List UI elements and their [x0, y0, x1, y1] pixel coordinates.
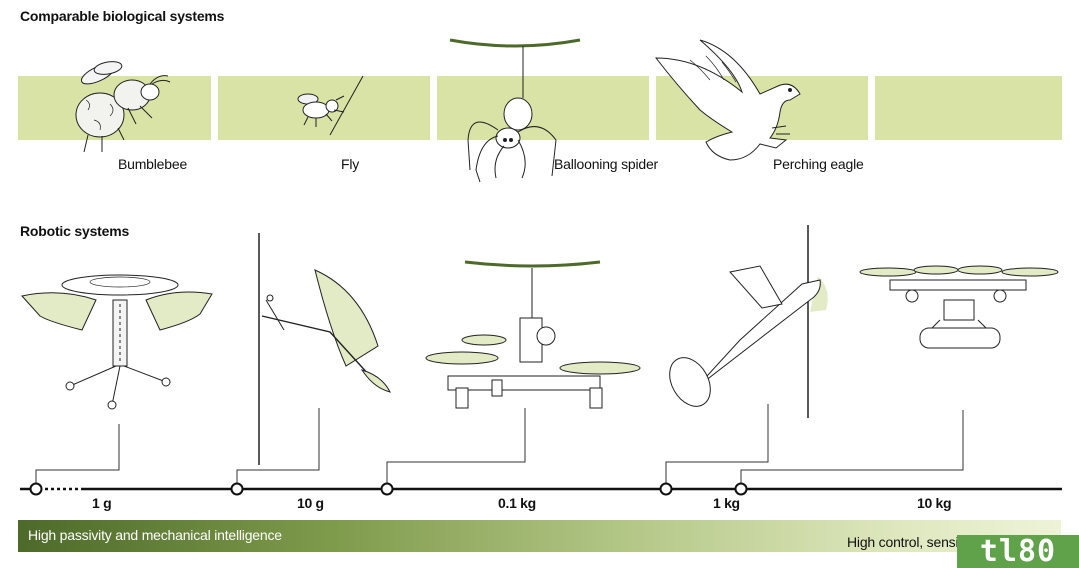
connector-lines [35, 404, 964, 489]
fly-illustration [297, 75, 364, 136]
bio-label-eagle: Perching eagle [773, 156, 864, 172]
gradient-left-label: High passivity and mechanical intelligen… [28, 527, 282, 543]
bio-band-3 [437, 76, 649, 140]
tick-label-0-1kg: 0.1 kg [498, 495, 536, 511]
spider-illustration [449, 38, 581, 183]
bio-label-fly: Fly [341, 156, 360, 172]
bio-band-5 [875, 76, 1062, 140]
tl80-logo: tl80 [957, 535, 1079, 568]
passivity-control-gradient [18, 520, 1061, 552]
gradient-right-label: High control, sensi [847, 534, 959, 550]
eagle-illustration [654, 39, 801, 161]
bio-label-spider: Ballooning spider [554, 156, 659, 172]
hexacopter-gripper-illustration [859, 265, 1059, 349]
tick-label-10g: 10 g [297, 495, 324, 511]
tick-label-1kg: 1 kg [713, 495, 740, 511]
quadcopter-robot-illustration [425, 260, 641, 409]
bio-label-bumblebee: Bumblebee [118, 156, 188, 172]
bumblebee-illustration [75, 61, 171, 153]
robotic-section-title: Robotic systems [20, 223, 130, 239]
biological-section-title: Comparable biological systems [20, 8, 225, 24]
fixed-wing-glider-illustration [669, 225, 828, 418]
tick-label-1g: 1 g [92, 495, 112, 511]
mass-axis [20, 482, 1062, 496]
perching-glider-robot-illustration [258, 233, 391, 465]
flapping-wing-robot-illustration [21, 274, 213, 410]
tick-label-10kg: 10 kg [917, 495, 952, 511]
